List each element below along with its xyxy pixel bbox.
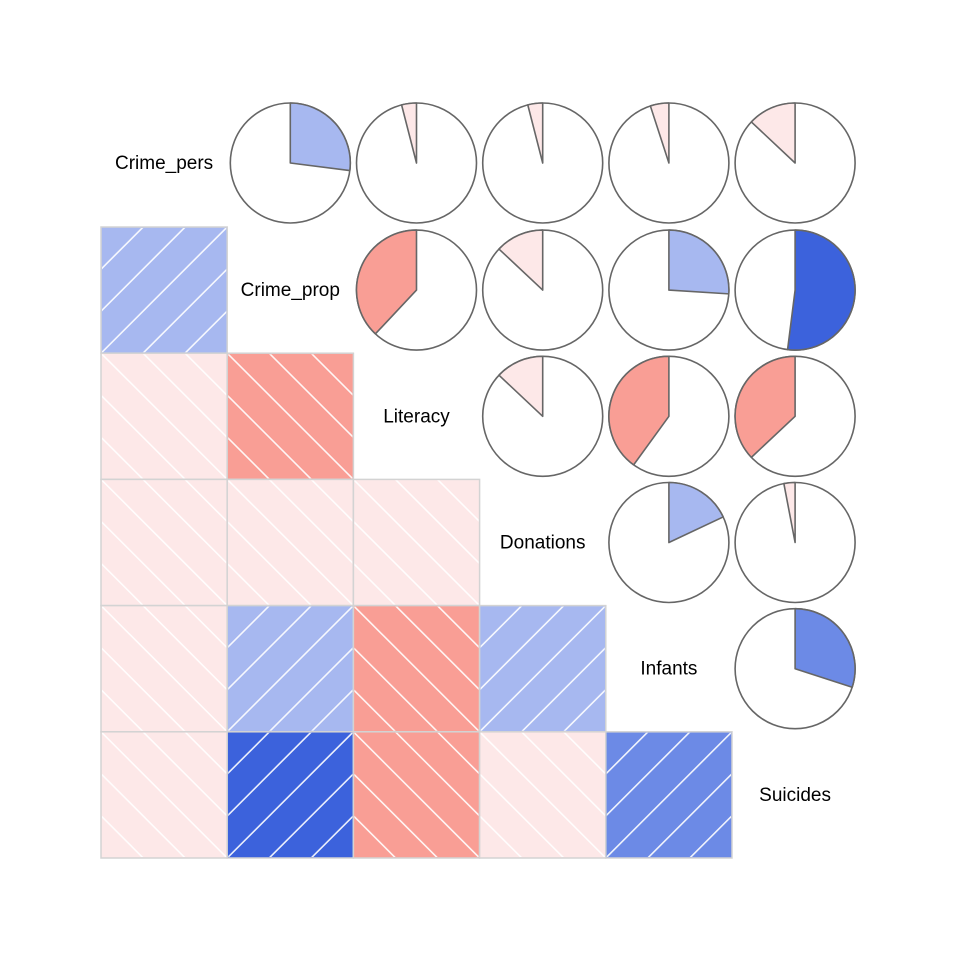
hatch-lines [606,732,731,857]
hatch-lines [228,606,353,731]
shade-cell-Crime_prop-Crime_pers [100,226,228,354]
pie-Crime_pers-Suicides [734,102,856,224]
label-Crime_prop: Crime_prop [241,280,340,301]
shade-cell-Literacy-Crime_prop [226,352,355,481]
pie-Crime_prop-Infants [608,229,730,351]
hatch-lines [354,480,479,605]
pie-Crime_pers-Donations [481,102,604,224]
pie-Literacy-Suicides [734,355,856,478]
shade-cell-Suicides-Donations [478,731,607,859]
shade-cell-Suicides-Crime_prop [226,731,355,859]
hatch-lines [228,480,353,605]
hatch-lines [102,606,227,731]
pie-Crime_pers-Literacy [355,102,478,224]
shade-cell-Infants-Crime_prop [226,604,355,733]
label-Donations: Donations [500,533,586,554]
hatch-lines [228,732,353,857]
pie-Crime_pers-Infants [608,102,730,224]
variable-labels: Crime_persCrime_propLiteracyDonationsInf… [115,153,831,806]
pie-Crime_prop-Literacy [355,229,478,351]
pie-Crime_prop-Donations [481,229,604,351]
label-Suicides: Suicides [759,785,831,806]
shade-cell-Suicides-Literacy [352,731,481,859]
hatch-lines [354,732,479,857]
shade-cell-Infants-Crime_pers [100,604,228,733]
pie-Literacy-Infants [608,355,730,478]
hatch-lines [480,606,605,731]
label-Infants: Infants [640,659,697,680]
pie-Donations-Suicides [734,481,856,604]
hatch-lines [102,480,227,605]
pie-Literacy-Donations [481,355,604,478]
shade-cell-Infants-Literacy [352,604,481,733]
hatch-lines [102,732,227,857]
shade-cell-Literacy-Crime_pers [100,352,228,481]
hatch-lines [480,732,605,857]
hatch-lines [354,606,479,731]
pie-Crime_pers-Crime_prop [229,102,352,224]
hatch-lines [102,354,227,479]
label-Crime_pers: Crime_pers [115,153,213,174]
corrgram-cells [100,102,856,859]
pie-Infants-Suicides [734,607,856,730]
pie-Crime_prop-Suicides [734,229,856,351]
label-Literacy: Literacy [383,406,450,427]
hatch-lines [102,228,227,353]
pie-Donations-Infants [608,481,730,604]
hatch-lines [228,354,353,479]
shade-cell-Suicides-Infants [605,731,733,859]
